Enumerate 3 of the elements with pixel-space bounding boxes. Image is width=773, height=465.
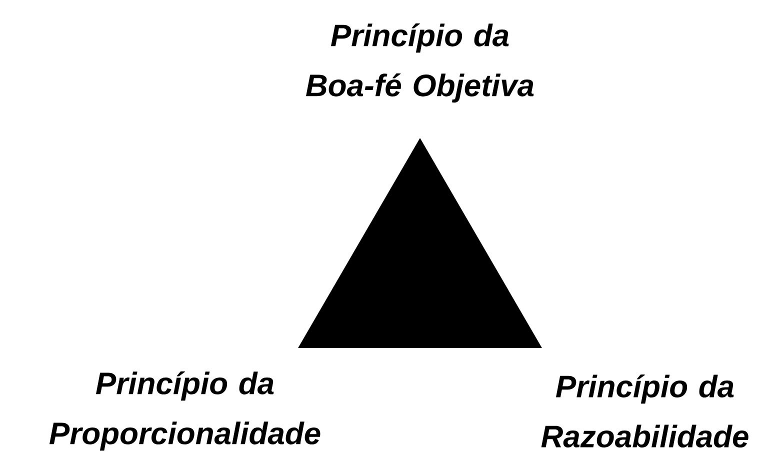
principle-label: Princípio da Razoabilidade bbox=[541, 374, 748, 448]
principle-label: Princípio da Proporcionalidade bbox=[49, 371, 320, 451]
principle-label: Princípio da Boa-fé Objetiva bbox=[306, 23, 534, 103]
